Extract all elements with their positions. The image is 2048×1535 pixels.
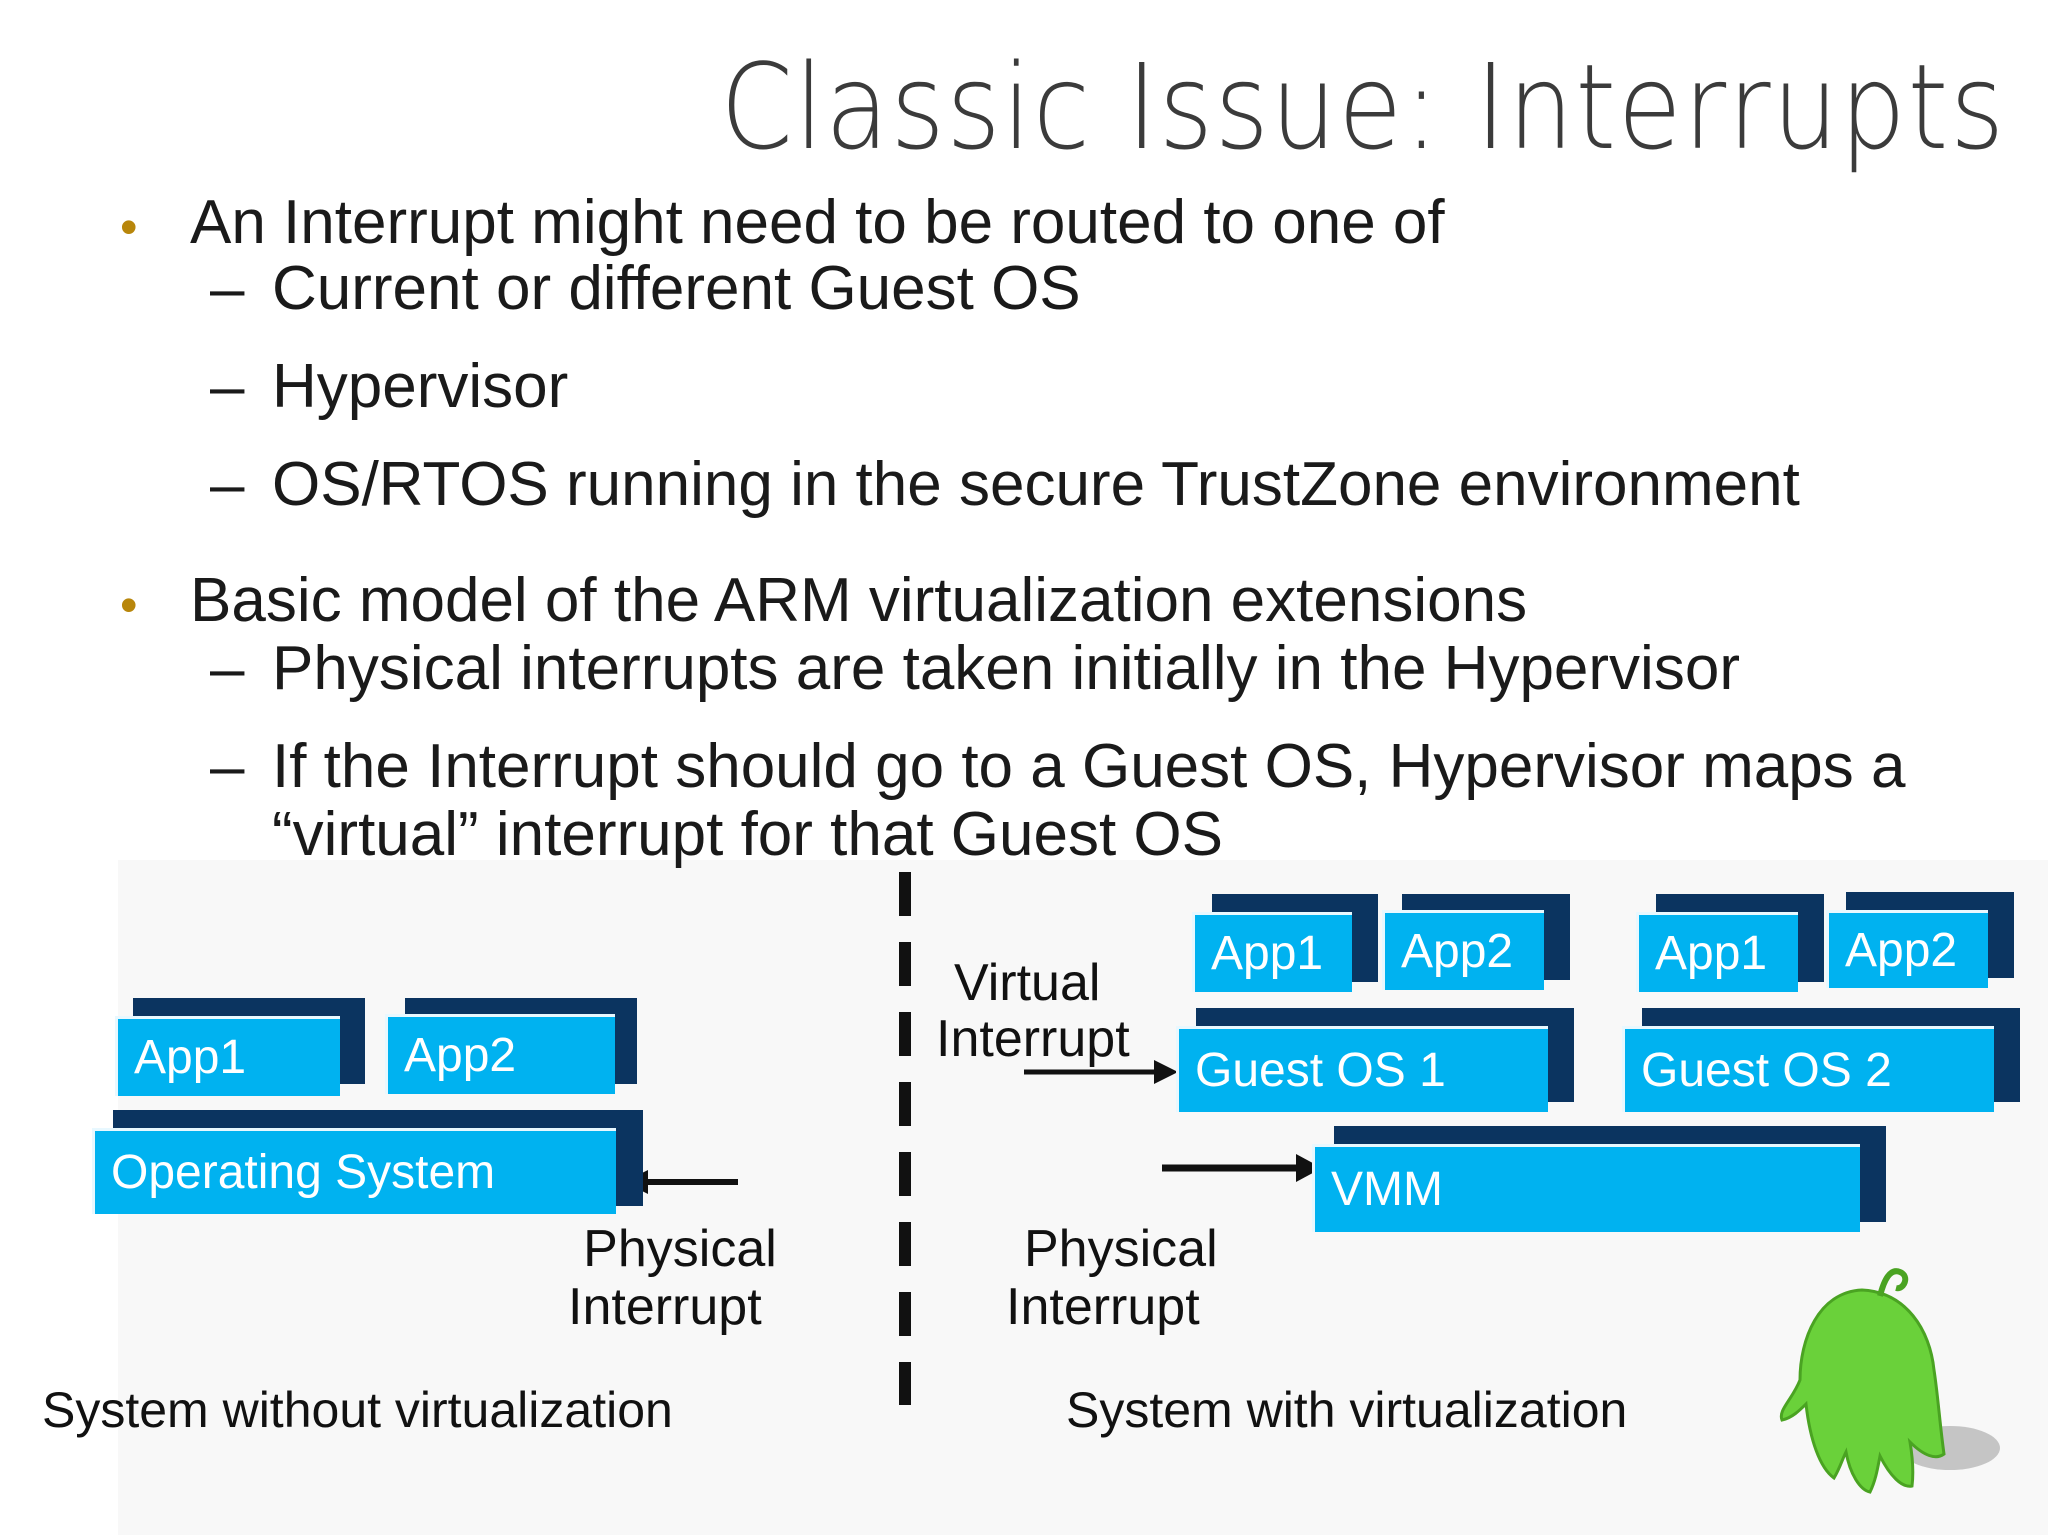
sub-dash: – <box>210 254 245 323</box>
bullet-1-sub-1: Current or different Guest OS <box>272 254 1081 323</box>
left-physical-label-1: Physical <box>583 1220 777 1278</box>
right-guest1-app2-box: App2 <box>1382 910 1544 990</box>
right-caption: System with virtualization <box>1066 1382 1628 1438</box>
slide-title: Classic Issue: Interrupts <box>720 38 2006 176</box>
sub-dash: – <box>210 634 245 703</box>
bullet-marker: • <box>120 577 138 633</box>
bullet-2-sub-2-cont: “virtual” interrupt for that Guest OS <box>272 800 1224 869</box>
mascot-body <box>1779 1288 1946 1494</box>
right-physical-arrowhead <box>1296 1154 1322 1182</box>
right-guest-os-2-box: Guest OS 2 <box>1622 1026 1994 1112</box>
bullet-2-sub-1: Physical interrupts are taken initially … <box>272 634 1740 703</box>
sub-dash: – <box>210 352 245 421</box>
sub-dash: – <box>210 450 245 519</box>
bullet-1-sub-2: Hypervisor <box>272 352 569 421</box>
left-os-box: Operating System <box>92 1128 616 1214</box>
virtual-label-2: Interrupt <box>936 1010 1130 1068</box>
right-physical-label-2: Interrupt <box>1006 1278 1200 1336</box>
virtual-interrupt-arrowhead <box>1154 1060 1178 1084</box>
virtual-label-1: Virtual <box>954 954 1101 1012</box>
bullet-marker: • <box>120 199 138 255</box>
left-app1-box: App1 <box>115 1016 340 1096</box>
left-physical-label-2: Interrupt <box>568 1278 762 1336</box>
right-vmm-box: VMM <box>1312 1144 1860 1232</box>
bullet-1-sub-3: OS/RTOS running in the secure TrustZone … <box>272 450 1800 519</box>
right-guest2-app1-box: App1 <box>1636 912 1798 992</box>
right-physical-label-1: Physical <box>1024 1220 1218 1278</box>
right-guest1-app1-box: App1 <box>1192 912 1352 992</box>
sub-dash: – <box>210 732 245 801</box>
bullet-2-text: Basic model of the ARM virtualization ex… <box>190 566 1528 635</box>
bullet-2-sub-2: If the Interrupt should go to a Guest OS… <box>272 732 1906 801</box>
left-caption: System without virtualization <box>42 1382 673 1438</box>
right-guest2-app2-box: App2 <box>1826 910 1988 988</box>
bullet-1-text: An Interrupt might need to be routed to … <box>190 188 1445 257</box>
left-app2-box: App2 <box>385 1014 615 1094</box>
mascot-antenna <box>1877 1268 1909 1297</box>
right-guest-os-1-box: Guest OS 1 <box>1176 1026 1548 1112</box>
